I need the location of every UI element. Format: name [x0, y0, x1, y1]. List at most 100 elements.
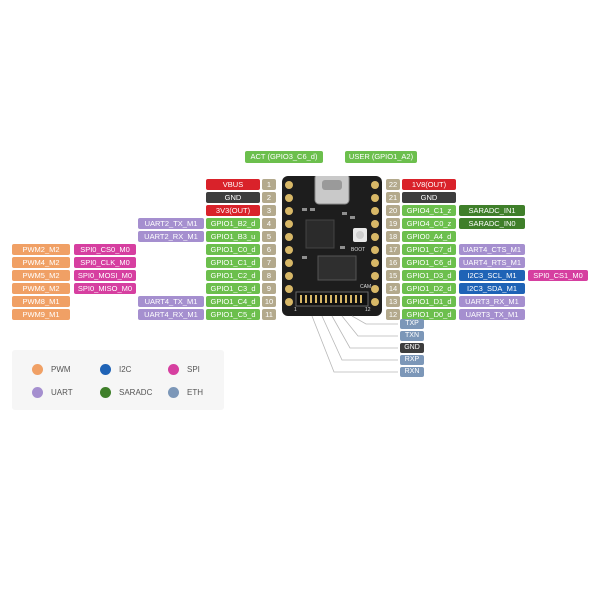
eth-pin-label: GND — [400, 343, 424, 353]
pin-name: GND — [402, 192, 456, 203]
pin-number: 6 — [262, 244, 276, 255]
pin-number: 13 — [386, 296, 400, 307]
pin-name: GPIO1_C1_d — [206, 257, 260, 268]
pin-number: 14 — [386, 283, 400, 294]
pwm-function-label: PWM4_M2 — [12, 257, 70, 268]
pin-name: GPIO1_B2_d — [206, 218, 260, 229]
uart-function-label: UART2_TX_M1 — [138, 218, 204, 229]
pin-number: 5 — [262, 231, 276, 242]
pwm-function-label: PWM9_M1 — [12, 309, 70, 320]
pin-name: GPIO1_D0_d — [402, 309, 456, 320]
legend-item: I2C — [100, 364, 164, 376]
pin-name: 3V3(OUT) — [206, 205, 260, 216]
pin-name: GPIO1_C0_d — [206, 244, 260, 255]
legend-label: ETH — [187, 388, 203, 397]
i2c-function-label: I2C3_SCL_M1 — [459, 270, 525, 281]
pin-name: GPIO1_D2_d — [402, 283, 456, 294]
uart-function-label: UART4_RTS_M1 — [459, 257, 525, 268]
pin-name: GPIO1_C4_d — [206, 296, 260, 307]
left-pads — [285, 181, 293, 306]
pin-number: 15 — [386, 270, 400, 281]
user-led-label: USER (GPIO1_A2) — [345, 151, 417, 163]
pin-number: 10 — [262, 296, 276, 307]
legend-label: SARADC — [119, 388, 153, 397]
pwm-function-label: PWM8_M1 — [12, 296, 70, 307]
pin-name: GPIO1_D3_d — [402, 270, 456, 281]
pin-name: GPIO1_B3_u — [206, 231, 260, 242]
uart-function-label: UART4_RX_M1 — [138, 309, 204, 320]
pin-name: GPIO1_C2_d — [206, 270, 260, 281]
right-pads — [371, 181, 379, 306]
pin-name: GPIO1_C5_d — [206, 309, 260, 320]
pin-number: 1 — [262, 179, 276, 190]
pin-name: GPIO1_C6_d — [402, 257, 456, 268]
pin-name: 1V8(OUT) — [402, 179, 456, 190]
legend-swatch — [168, 364, 179, 375]
legend-item: SARADC — [100, 387, 164, 399]
legend-label: I2C — [119, 365, 132, 374]
legend-swatch — [32, 387, 43, 398]
pin-name: GPIO1_D1_d — [402, 296, 456, 307]
uart-function-label: UART4_TX_M1 — [138, 296, 204, 307]
boot-label: BOOT — [351, 247, 366, 253]
spi-function-label: SPI0_MOSI_M0 — [74, 270, 136, 281]
eth-pin-label: RXN — [400, 367, 424, 377]
legend-item: SPI — [168, 364, 232, 376]
spi-function-label: SPI0_CS0_M0 — [74, 244, 136, 255]
pin-name: GPIO1_C3_d — [206, 283, 260, 294]
pin-number: 20 — [386, 205, 400, 216]
pin-number: 7 — [262, 257, 276, 268]
pin-number: 17 — [386, 244, 400, 255]
pin-name: GPIO4_C0_z — [402, 218, 456, 229]
pin-name: GPIO4_C1_z — [402, 205, 456, 216]
uart-function-label: UART3_RX_M1 — [459, 296, 525, 307]
legend-label: PWM — [51, 365, 71, 374]
spi-function-label: SPI0_CLK_M0 — [74, 257, 136, 268]
pin-number: 8 — [262, 270, 276, 281]
pin-name: GND — [206, 192, 260, 203]
pin-number: 2 — [262, 192, 276, 203]
pin1-marker: 1 — [294, 307, 297, 313]
pin-name: GPIO1_C7_d — [402, 244, 456, 255]
act-led-label: ACT (GPIO3_C6_d) — [245, 151, 323, 163]
legend-item: ETH — [168, 387, 232, 399]
legend-label: UART — [51, 388, 73, 397]
board-graphic — [285, 173, 379, 307]
pin-number: 9 — [262, 283, 276, 294]
uart-function-label: UART3_TX_M1 — [459, 309, 525, 320]
pin-number: 19 — [386, 218, 400, 229]
pwm-function-label: PWM2_M2 — [12, 244, 70, 255]
uart-function-label: UART2_RX_M1 — [138, 231, 204, 242]
pin-number: 18 — [386, 231, 400, 242]
pin-number: 3 — [262, 205, 276, 216]
pin-number: 11 — [262, 309, 276, 320]
soc-chip — [305, 219, 335, 249]
pin-number: 4 — [262, 218, 276, 229]
pin-number: 12 — [386, 309, 400, 320]
board: BOOT CAM 1 12 — [282, 173, 382, 316]
spi-function-label: SPI0_CS1_M0 — [528, 270, 588, 281]
eth-pin-label: RXP — [400, 355, 424, 365]
pin-name: VBUS — [206, 179, 260, 190]
legend-swatch — [100, 364, 111, 375]
eth-pin-label: TXN — [400, 331, 424, 341]
legend-label: SPI — [187, 365, 200, 374]
i2c-function-label: I2C3_SDA_M1 — [459, 283, 525, 294]
pin12-marker: 12 — [365, 307, 371, 313]
pin-number: 21 — [386, 192, 400, 203]
cam-label: CAM — [360, 284, 372, 290]
saradc-function-label: SARADC_IN1 — [459, 205, 525, 216]
pin-number: 16 — [386, 257, 400, 268]
eth-pin-label: TXP — [400, 319, 424, 329]
legend-swatch — [100, 387, 111, 398]
legend: PWM I2C SPI UART SARADC ETH — [12, 350, 224, 410]
spi-function-label: SPI0_MISO_M0 — [74, 283, 136, 294]
pwm-function-label: PWM6_M2 — [12, 283, 70, 294]
legend-item: PWM — [32, 364, 96, 376]
legend-item: UART — [32, 387, 96, 399]
saradc-function-label: SARADC_IN0 — [459, 218, 525, 229]
legend-swatch — [32, 364, 43, 375]
pin-name: GPIO0_A4_d — [402, 231, 456, 242]
legend-swatch — [168, 387, 179, 398]
